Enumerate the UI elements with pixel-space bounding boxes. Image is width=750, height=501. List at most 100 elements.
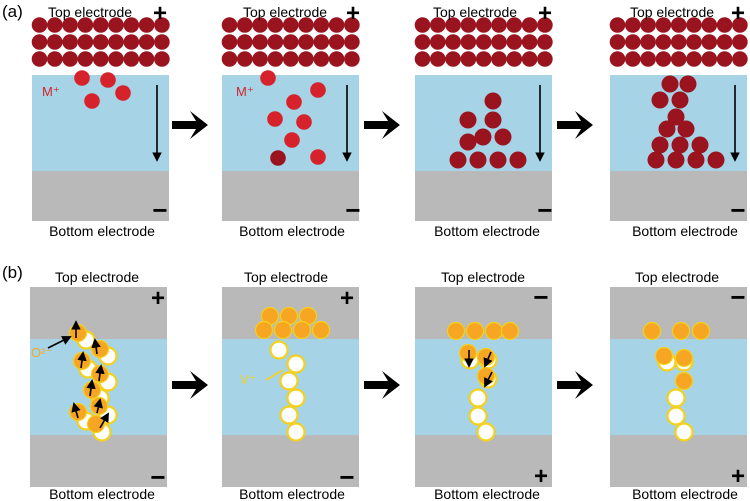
bottom-electrode-label: Bottom electrode <box>49 486 155 501</box>
metal-filament-atom <box>691 136 709 154</box>
panel-a-stage-2-labels: Top electrode + M⁺ − Bottom electrode <box>236 0 361 239</box>
top-electrode-atom <box>328 51 345 67</box>
top-electrode-atom <box>491 34 507 50</box>
top-electrode-atom <box>77 34 94 50</box>
oxygen-ion <box>654 346 674 366</box>
top-electrode-atom <box>328 17 345 33</box>
bottom-sign: − <box>537 195 552 225</box>
oxygen-vacancy <box>468 406 488 426</box>
top-electrode-atom <box>521 51 538 67</box>
top-electrode-atom <box>267 34 284 50</box>
bottom-electrode-layer <box>222 435 359 487</box>
top-electrode-label: Top electrode <box>433 4 517 20</box>
metal-filament-atom <box>677 120 695 138</box>
top-electrode-atom <box>460 17 477 33</box>
top-electrode-atom <box>344 34 360 50</box>
bottom-electrode-layer <box>32 171 169 221</box>
top-electrode-atom <box>430 34 446 50</box>
top-electrode-atom <box>47 34 63 50</box>
metal-ion <box>84 93 100 109</box>
metal-filament-atom <box>651 91 669 109</box>
top-electrode-atom <box>475 51 492 67</box>
metal-filament-atom <box>667 151 685 169</box>
top-electrode-atom <box>252 17 268 33</box>
metal-filament-atom <box>658 120 676 138</box>
oxygen-vacancy <box>468 388 488 408</box>
metal-ion <box>310 149 326 165</box>
top-electrode-atom <box>92 17 109 33</box>
bottom-sign: − <box>730 195 745 225</box>
top-electrode-atom <box>123 51 140 67</box>
top-electrode-atom <box>414 34 431 50</box>
bottom-electrode-layer <box>415 435 552 487</box>
transition-arrow <box>364 371 400 399</box>
bottom-electrode-label: Bottom electrode <box>239 486 345 501</box>
top-electrode-atom <box>655 51 672 67</box>
oxygen-ion <box>691 321 711 341</box>
top-electrode-atom <box>475 34 492 50</box>
top-electrode-atom <box>298 51 314 67</box>
top-electrode-atom <box>506 51 523 67</box>
metal-deposit <box>459 111 477 129</box>
oxygen-vacancy <box>286 388 306 408</box>
bottom-electrode-label: Bottom electrode <box>239 223 345 239</box>
top-electrode-atom <box>686 34 702 50</box>
metal-filament-atom <box>667 108 685 126</box>
top-sign: + <box>151 285 165 312</box>
top-electrode-label: Top electrode <box>441 269 525 285</box>
top-electrode-atom <box>625 17 641 33</box>
oxygen-ion <box>311 320 331 340</box>
top-electrode-atom <box>701 51 718 67</box>
top-sign: + <box>731 0 745 27</box>
oxygen-ion <box>458 343 478 363</box>
top-electrode-atom <box>716 51 733 67</box>
top-electrode-atom <box>475 17 492 33</box>
panel-b-stage-4-labels: Top electrode − + Bottom electrode <box>632 269 746 501</box>
top-electrode-atom <box>47 17 63 33</box>
top-electrode-atom <box>521 17 538 33</box>
metal-ion-label: M⁺ <box>236 84 254 99</box>
top-electrode-atom <box>237 51 253 67</box>
oxygen-ion-label: O²⁻ <box>31 345 52 360</box>
top-electrode-atom <box>92 34 109 50</box>
ion-motion-arrow <box>484 371 493 388</box>
top-electrode-atom <box>282 51 299 67</box>
ion-motion-arrow <box>95 364 105 382</box>
top-electrode-atom <box>344 17 360 33</box>
top-electrode-label: Top electrode <box>243 4 327 20</box>
oxygen-vacancy <box>674 422 694 442</box>
oxygen-vacancy <box>286 422 306 442</box>
metal-ion <box>100 72 116 88</box>
top-electrode-atom <box>537 34 553 50</box>
label-pointer <box>47 336 72 349</box>
top-electrode-atom <box>732 34 748 50</box>
top-electrode-atom <box>445 34 461 50</box>
top-electrode-atom <box>686 17 702 33</box>
top-electrode-atom <box>670 34 687 50</box>
top-electrode-atom <box>267 51 284 67</box>
top-electrode-atom <box>221 17 238 33</box>
vacancy-label: V⁺ <box>240 372 256 387</box>
top-electrode-atom <box>282 34 299 50</box>
top-electrode-atom <box>282 17 299 33</box>
top-sign: + <box>346 0 360 27</box>
transition-arrow <box>172 111 208 139</box>
bottom-electrode-layer <box>222 171 359 221</box>
oxygen-vacancy <box>279 371 299 391</box>
transition-arrow <box>172 371 208 399</box>
top-electrode-atom <box>640 51 656 67</box>
panel-a-stage-4-labels: Top electrode + − Bottom electrode <box>630 0 746 239</box>
metal-deposit <box>484 92 502 110</box>
top-electrode-atom <box>430 51 446 67</box>
top-electrode-atom <box>77 17 94 33</box>
top-electrode-atom <box>138 17 155 33</box>
metal-filament-atom <box>671 136 689 154</box>
top-electrode-atom <box>344 51 360 67</box>
top-electrode-atom <box>625 34 641 50</box>
top-sign: − <box>730 282 745 312</box>
bottom-sign: + <box>731 463 745 490</box>
panel-b-stage-1-labels: Top electrode + O²⁻ − Bottom electrode <box>31 269 166 501</box>
oxygen-ion <box>484 321 504 341</box>
transition-arrow <box>557 111 593 139</box>
top-electrode-atom <box>154 34 170 50</box>
